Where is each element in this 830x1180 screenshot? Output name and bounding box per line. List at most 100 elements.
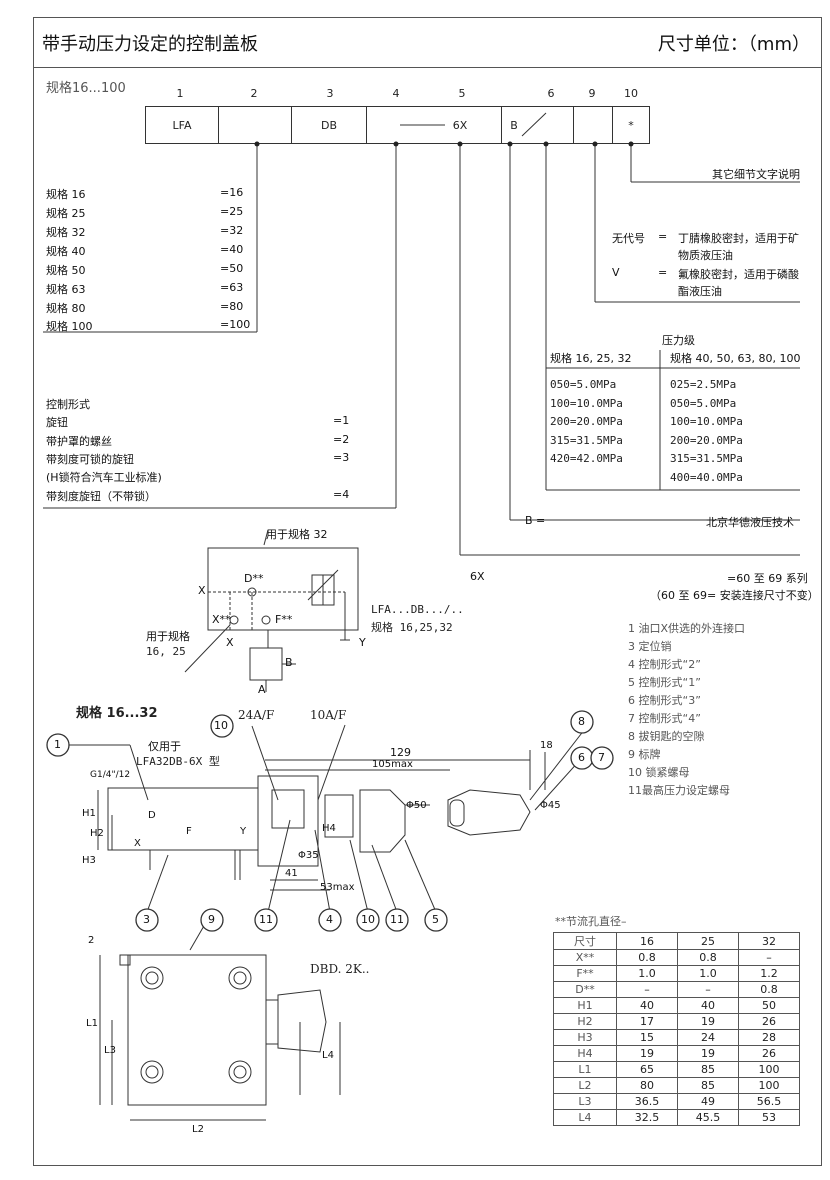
dim-h1: H1 xyxy=(82,808,96,819)
table-cell: – xyxy=(677,981,739,998)
table-cell: 26 xyxy=(738,1045,800,1062)
dim-h2: H2 xyxy=(90,828,104,839)
table-cell: 85 xyxy=(677,1077,739,1094)
table-cell: 40 xyxy=(677,997,739,1014)
schematic-label-top: 用于规格 32 xyxy=(266,528,328,541)
port-x-label: X xyxy=(134,838,141,849)
table-cell: 56.5 xyxy=(738,1093,800,1110)
only-for-1: 仅用于 xyxy=(148,740,181,753)
size-name-25: 规格 25 xyxy=(46,207,86,220)
seal-v-desc1: 氟橡胶密封，适用于磷酸 xyxy=(678,268,799,281)
table-header-cell: 16 xyxy=(616,932,678,950)
table-cell: 28 xyxy=(738,1029,800,1046)
header-divider xyxy=(33,67,821,68)
table-cell: 36.5 xyxy=(616,1093,678,1110)
size-code-25: =25 xyxy=(220,205,244,218)
seal-none-key: 无代号 xyxy=(612,232,645,245)
table-cell: 40 xyxy=(616,997,678,1014)
pressure-col1-row: 050=5.0MPa xyxy=(550,378,617,391)
dim-41: 41 xyxy=(285,868,298,879)
legend-item: 1 油口X供选的外连接口 xyxy=(628,622,746,635)
pressure-col1-row: 315=31.5MPa xyxy=(550,434,623,447)
dim-h3: H3 xyxy=(82,855,96,866)
legend-item: 6 控制形式“3” xyxy=(628,694,701,707)
seal-none-desc2: 物质液压油 xyxy=(678,249,733,262)
size-code-16: =16 xyxy=(220,186,244,199)
table-cell: 15 xyxy=(616,1029,678,1046)
callout-8: 8 xyxy=(578,715,585,728)
control-code-3: =3 xyxy=(333,451,350,464)
code-pos-9: 9 xyxy=(588,87,596,100)
size-name-50: 规格 50 xyxy=(46,264,86,277)
table-cell: – xyxy=(616,981,678,998)
table-cell: 1.0 xyxy=(677,965,739,982)
seal-none-desc1: 丁腈橡胶密封，适用于矿 xyxy=(678,232,799,245)
table-cell: 32.5 xyxy=(616,1109,678,1126)
table-cell: F** xyxy=(553,965,617,982)
table-row: H4 19 19 26 xyxy=(553,1045,800,1062)
schematic-ref2: 规格 16,25,32 xyxy=(371,621,453,634)
size-name-63: 规格 63 xyxy=(46,283,86,296)
table-cell: H1 xyxy=(553,997,617,1014)
pressure-col2-row: 050=5.0MPa xyxy=(670,397,737,410)
code-brand: B xyxy=(510,118,518,132)
unit-label: 尺寸单位：（mm） xyxy=(657,34,810,55)
drawing-subtitle: 规格 16...32 xyxy=(76,706,158,721)
code-pos-1: 1 xyxy=(176,87,184,100)
pressure-col1-row: 100=10.0MPa xyxy=(550,397,623,410)
size-name-80: 规格 80 xyxy=(46,302,86,315)
table-cell: H3 xyxy=(553,1029,617,1046)
table-row: L2 80 85 100 xyxy=(553,1077,800,1094)
table-cell: 17 xyxy=(616,1013,678,1030)
callout-4: 4 xyxy=(326,913,333,926)
port-f-label: F xyxy=(186,826,192,837)
table-row: F** 1.0 1.0 1.2 xyxy=(553,965,800,982)
size-code-32: =32 xyxy=(220,224,244,237)
table-header-cell: 25 xyxy=(677,932,739,950)
dim-105max: 105max xyxy=(372,759,413,770)
code-pos-2: 2 xyxy=(250,87,258,100)
table-cell: 100 xyxy=(738,1077,800,1094)
pressure-title: 压力级 xyxy=(662,334,695,347)
dim-53max: 53max xyxy=(320,882,355,893)
callout-9: 9 xyxy=(208,913,215,926)
size-code-100: =100 xyxy=(220,318,251,331)
code-pos-5: 5 xyxy=(458,87,466,100)
legend-item: 8 拔钥匙的空隙 xyxy=(628,730,705,743)
control-item-4: 带刻度旋钮（不带锁） xyxy=(46,490,156,503)
dim-129: 129 xyxy=(390,746,411,759)
size-name-16: 规格 16 xyxy=(46,188,86,201)
callout-10b: 10 xyxy=(361,913,375,926)
table-row: X** 0.8 0.8 – xyxy=(553,949,800,966)
pressure-col2-row: 100=10.0MPa xyxy=(670,415,743,428)
control-item-3: 带刻度可锁的旋钮 xyxy=(46,453,134,466)
legend-item: 5 控制形式“1” xyxy=(628,676,701,689)
table-cell: X** xyxy=(553,949,617,966)
size-code-80: =80 xyxy=(220,300,244,313)
port-b: B xyxy=(285,656,293,669)
callout-10: 10 xyxy=(214,719,228,732)
orifice-table: 尺寸 16 25 32 X** 0.8 0.8 – F** 1.0 1.0 1.… xyxy=(553,932,800,1126)
table-row: L1 65 85 100 xyxy=(553,1061,800,1078)
seal-v-desc2: 酯液压油 xyxy=(678,285,722,298)
table-header-row: 尺寸 16 25 32 xyxy=(553,932,800,950)
spec-range: 规格16...100 xyxy=(46,81,126,96)
table-header-cell: 尺寸 xyxy=(553,932,617,950)
table-cell: 19 xyxy=(677,1013,739,1030)
dim-2: 2 xyxy=(88,935,95,946)
detail-text: 其它细节文字说明 xyxy=(712,168,800,181)
series-note: （60 至 69= 安装连接尺寸不变） xyxy=(650,589,819,602)
size-name-100: 规格 100 xyxy=(46,320,93,333)
table-cell: L3 xyxy=(553,1093,617,1110)
table-header-cell: 32 xyxy=(738,932,800,950)
table-cell: 19 xyxy=(677,1045,739,1062)
size-code-40: =40 xyxy=(220,243,244,256)
control-code-1: =1 xyxy=(333,414,350,427)
table-cell: 19 xyxy=(616,1045,678,1062)
dim-h4: H4 xyxy=(322,823,336,834)
control-code-4: =4 xyxy=(333,488,350,501)
port-a: A xyxy=(258,683,266,696)
seal-v-eq: = xyxy=(658,266,668,279)
code-pos-3: 3 xyxy=(326,87,334,100)
